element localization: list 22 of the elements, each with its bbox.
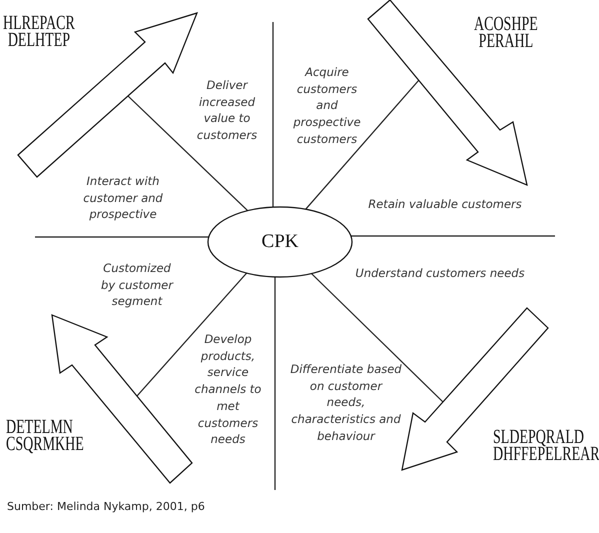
spoke-line — [128, 96, 248, 212]
arrow-caption: HLREPACR DELHTEP — [3, 15, 75, 48]
sector-label: Differentiate based on customer needs, characteristics and behaviour — [290, 361, 402, 445]
source-caption: Sumber: Melinda Nykamp, 2001, p6 — [7, 500, 205, 513]
spoke-line — [274, 276, 276, 490]
spoke-line — [350, 235, 555, 237]
spoke-line — [272, 22, 274, 208]
spoke-line — [310, 273, 444, 402]
arrow-caption: DETELMN CSQRMKHE — [6, 419, 84, 452]
spoke-line — [305, 80, 420, 210]
node-label: CPK — [262, 231, 298, 253]
sector-label: Customized by customer segment — [101, 260, 173, 310]
sector-label: Understand customers needs — [355, 265, 525, 282]
sector-label: Develop products, service channels to met customers needs — [194, 331, 262, 448]
sector-label: Retain valuable customers — [368, 196, 522, 213]
sector-label: Acquire customers and prospective customers — [293, 64, 361, 148]
spoke-line — [136, 272, 248, 396]
spoke-line — [35, 236, 209, 238]
arrow-caption: ACOSHPE PERAHL — [474, 16, 538, 49]
ellipse-node — [207, 206, 353, 278]
sector-label: Interact with customer and prospective — [83, 173, 163, 224]
sector-label: Deliver increased value to customers — [196, 77, 258, 144]
